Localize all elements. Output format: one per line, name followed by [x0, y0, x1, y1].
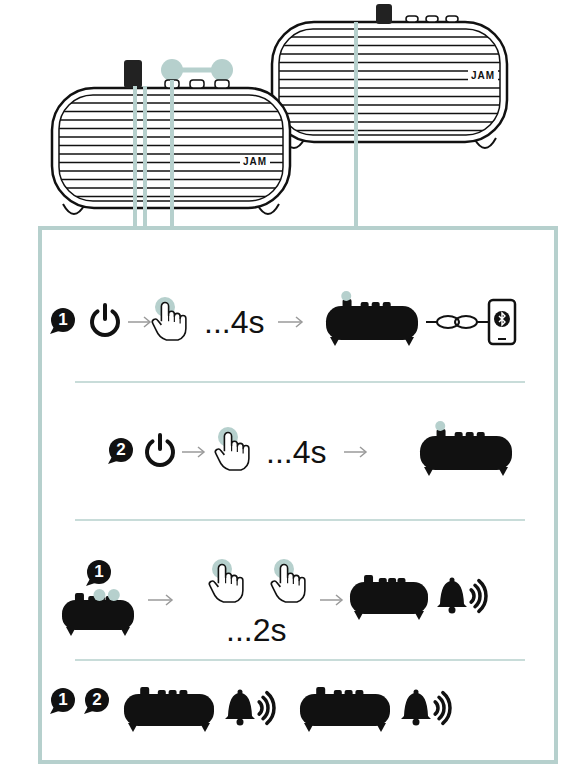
speaker-silhouette	[300, 687, 390, 732]
power-icon	[92, 305, 118, 335]
callout-number: 1	[84, 560, 112, 584]
phone-icon	[489, 300, 515, 344]
speaker-knob	[124, 60, 142, 88]
hold-duration: ...2s	[226, 612, 286, 648]
speaker-button	[406, 16, 418, 22]
grille-stripe	[279, 36, 500, 38]
callout-bubble: 2	[82, 688, 110, 715]
hold-duration: ...4s	[204, 304, 264, 340]
step-arrow	[278, 317, 302, 327]
brand-logo: JAM	[468, 70, 498, 82]
bluetooth-link-icon	[426, 316, 488, 328]
speaker-button	[190, 80, 204, 88]
grille-stripe	[279, 45, 500, 47]
grille-stripe	[279, 130, 500, 132]
grille-stripe	[279, 121, 500, 123]
grille-stripe	[279, 70, 500, 72]
power-icon	[147, 435, 173, 465]
speaker-silhouette	[350, 575, 428, 620]
grille-stripe	[279, 62, 500, 64]
row-divider	[75, 519, 525, 521]
speaker-silhouette	[326, 291, 418, 346]
bell-icon	[437, 578, 486, 614]
speaker-grille	[279, 37, 500, 131]
press-hand-icon	[152, 297, 186, 340]
button-highlight	[161, 59, 183, 81]
callout-number: 1	[48, 688, 76, 712]
bell-icon	[225, 690, 274, 726]
grille-stripe	[279, 53, 500, 55]
press-hand-icon	[209, 559, 243, 602]
grille-stripe	[279, 87, 500, 89]
row-divider	[75, 381, 525, 383]
step-arrow	[344, 447, 366, 457]
speaker-knob	[376, 4, 392, 24]
speaker-body	[272, 22, 507, 142]
speaker-silhouette	[124, 687, 214, 732]
button-highlight	[211, 59, 233, 81]
speaker-button	[215, 80, 229, 88]
leader-line	[133, 86, 137, 228]
step-arrow	[148, 595, 172, 605]
speaker-button	[446, 16, 458, 22]
step-arrow	[182, 447, 204, 457]
leader-line	[143, 86, 147, 228]
grille-stripe	[279, 113, 500, 115]
hold-duration: ...4s	[266, 434, 326, 470]
leader-line	[354, 22, 358, 228]
grille-stripe	[279, 104, 500, 106]
row-divider	[75, 659, 525, 661]
instruction-panel	[40, 228, 556, 762]
press-hand-icon	[271, 559, 305, 602]
grille-stripe	[279, 96, 500, 98]
callout-number: 1	[48, 308, 76, 332]
callout-bubble: 2	[106, 438, 134, 465]
speaker-illustration	[272, 4, 507, 148]
brand-logo: JAM	[240, 156, 270, 168]
callout-bubble: 1	[48, 308, 76, 335]
step-arrow	[128, 317, 150, 327]
speaker-button	[426, 16, 438, 22]
bell-icon	[401, 690, 450, 726]
callout-number: 2	[106, 438, 134, 462]
grille-stripe	[279, 79, 500, 81]
callout-number: 2	[82, 688, 110, 712]
speaker-silhouette	[420, 421, 512, 476]
press-hand-icon	[215, 427, 249, 470]
callout-bubble: 1	[48, 688, 76, 715]
step-arrow	[320, 595, 342, 605]
speaker-silhouette	[62, 589, 134, 636]
leader-line	[170, 80, 174, 228]
callout-bubble: 1	[84, 560, 112, 587]
